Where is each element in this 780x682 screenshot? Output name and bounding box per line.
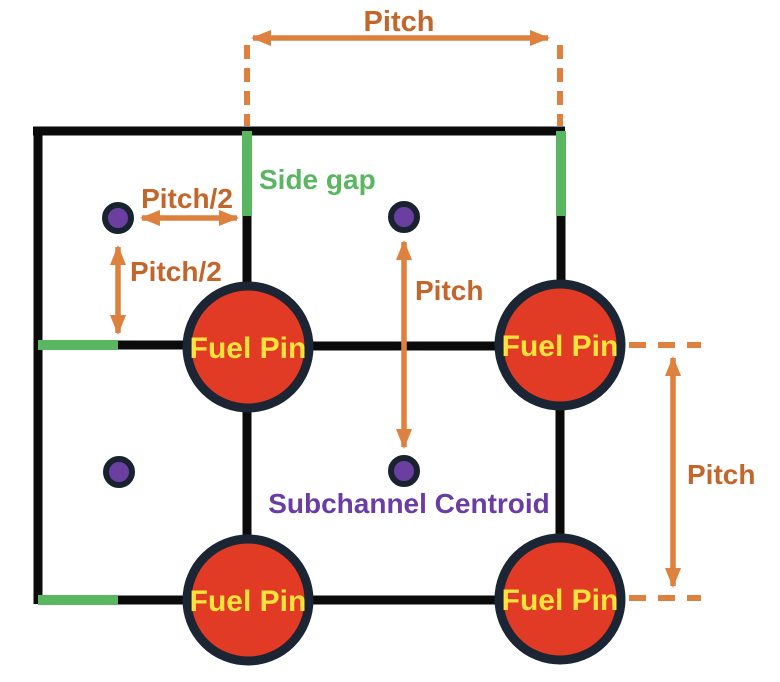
pitch-top-label: Pitch [364, 6, 435, 38]
subchannel-centroid-label: Subchannel Centroid [268, 488, 550, 519]
pitch-half-horizontal-label: Pitch/2 [141, 183, 233, 214]
fuel-pin-top-right [494, 279, 626, 411]
fuel-pin-label-top-left: Fuel Pin [190, 332, 307, 365]
fuel-pins [182, 279, 626, 666]
fuel-pin-label-top-right: Fuel Pin [502, 330, 619, 363]
centroid-dot-bottom-left [103, 456, 135, 488]
pitch-half-vertical-label: Pitch/2 [130, 256, 222, 287]
fuel-pin-label-bottom-right: Fuel Pin [502, 584, 619, 617]
centroid-dot-top-left [102, 202, 134, 234]
fuel-pin-label-bottom-left: Fuel Pin [190, 585, 307, 618]
pitch-right-label: Pitch [687, 459, 755, 490]
fuel-pin-bottom-left [182, 534, 314, 666]
fuel-pin-bottom-right [494, 533, 626, 665]
side-gap-label: Side gap [259, 164, 376, 195]
centroid-dot-bottom-center [388, 455, 420, 487]
side-gap-segments [38, 131, 566, 605]
dimension-arrows [110, 30, 701, 601]
subchannel-centroids [102, 201, 420, 488]
centroid-dot-top-center [388, 201, 420, 233]
pitch-middle-label: Pitch [415, 275, 483, 306]
labels: Pitch Side gap Pitch/2 Pitch/2 Pitch Pit… [130, 6, 755, 618]
fuel-pin-top-left [182, 281, 314, 413]
